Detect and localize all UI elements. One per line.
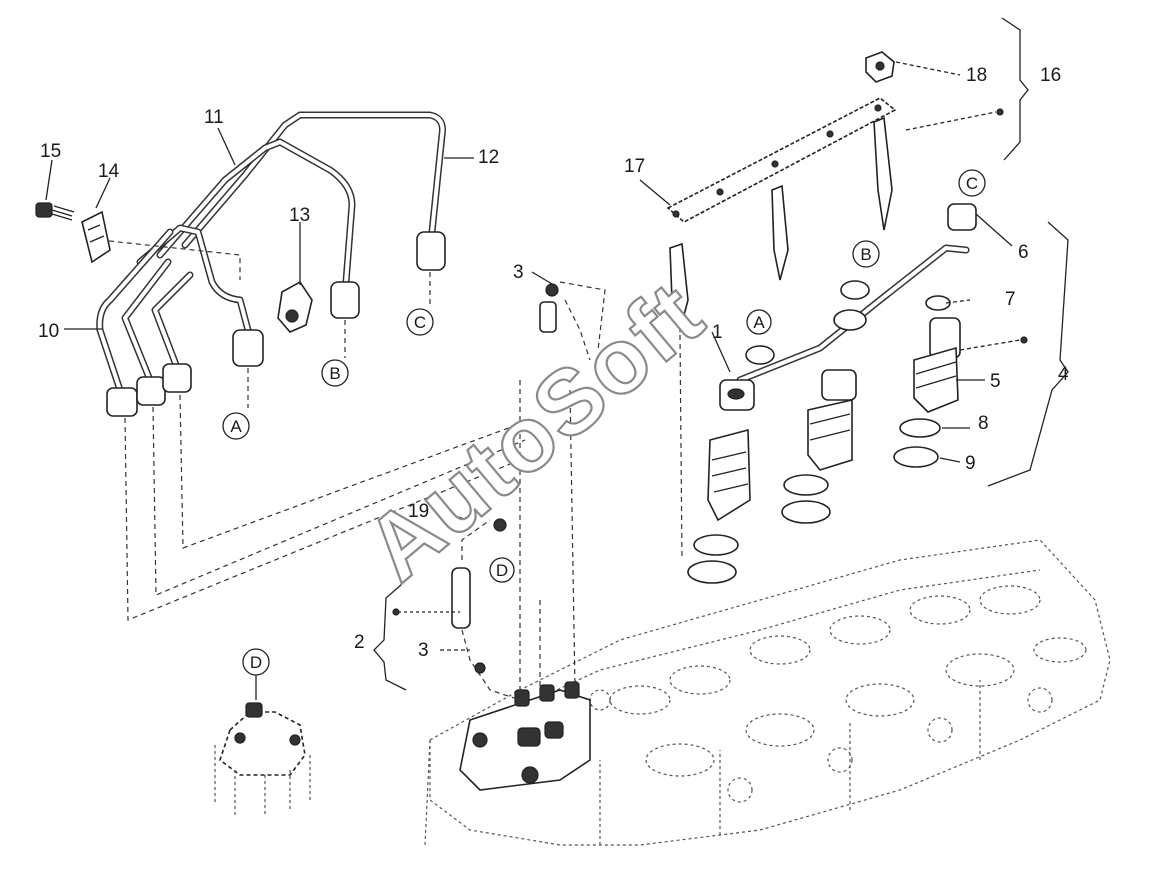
part-18-nut — [865, 51, 895, 83]
callout-6: 6 — [1018, 242, 1029, 263]
injector-2 — [781, 369, 857, 524]
callout-16: 16 — [1040, 65, 1061, 86]
callout-11: 11 — [204, 107, 224, 128]
callout-17: 17 — [624, 156, 645, 177]
leak-off-rail-6 — [736, 203, 977, 384]
connector-a-right: A — [746, 309, 772, 335]
detail-d-pump-view — [214, 702, 311, 815]
injector-1 — [687, 379, 755, 584]
part-13-clamp — [277, 280, 313, 333]
connector-label: B — [329, 364, 340, 383]
callout-8: 8 — [978, 413, 989, 434]
callout-12: 12 — [478, 147, 499, 168]
bullet-dot — [1020, 336, 1028, 344]
connector-label: B — [860, 245, 871, 264]
callout-5: 5 — [990, 371, 1001, 392]
callout-13: 13 — [289, 205, 310, 226]
leader-lines — [45, 61, 1021, 651]
part-14-bracket — [81, 210, 111, 264]
engine-ports — [589, 585, 1087, 803]
connector-label: C — [966, 174, 978, 193]
callout-9: 9 — [965, 453, 976, 474]
callout-14: 14 — [98, 161, 120, 182]
connector-label: D — [496, 561, 508, 580]
callout-3-bottom: 3 — [418, 640, 429, 661]
callout-3-top: 3 — [513, 262, 524, 283]
injector-5 — [893, 295, 961, 468]
callout-4: 4 — [1058, 364, 1069, 385]
connector-label: D — [250, 653, 262, 672]
bullet-dot — [996, 108, 1004, 116]
leak-off-line — [392, 281, 606, 701]
brace-4 — [987, 221, 1069, 487]
connector-label: C — [414, 313, 426, 332]
connector-label: A — [230, 417, 242, 436]
connector-c-left: C — [406, 308, 434, 336]
callout-10: 10 — [38, 321, 59, 342]
brace-2 — [373, 583, 407, 691]
part-17-rail — [666, 97, 897, 223]
injection-pipes — [96, 111, 531, 621]
brace-16 — [1001, 17, 1029, 161]
part-15-bolt — [35, 202, 75, 221]
callout-19: 19 — [408, 501, 429, 522]
connector-label: A — [753, 313, 765, 332]
callout-15: 15 — [40, 141, 61, 162]
autosoft-watermark: AutoSoft — [347, 262, 722, 600]
connector-b-left: B — [321, 359, 349, 387]
callout-18: 18 — [966, 65, 987, 86]
engine-cylinder-head — [424, 539, 1111, 846]
glow-plugs — [669, 116, 893, 561]
connector-d-bottom: D — [242, 648, 270, 700]
callout-2: 2 — [354, 632, 365, 653]
connector-a-left: A — [222, 412, 250, 440]
injection-pump-unit — [459, 681, 591, 791]
callout-7: 7 — [1005, 289, 1016, 310]
connector-b-right: B — [852, 240, 880, 268]
callout-1: 1 — [712, 322, 723, 343]
connector-c-right: C — [958, 169, 986, 197]
connector-d-mid: D — [489, 557, 515, 583]
